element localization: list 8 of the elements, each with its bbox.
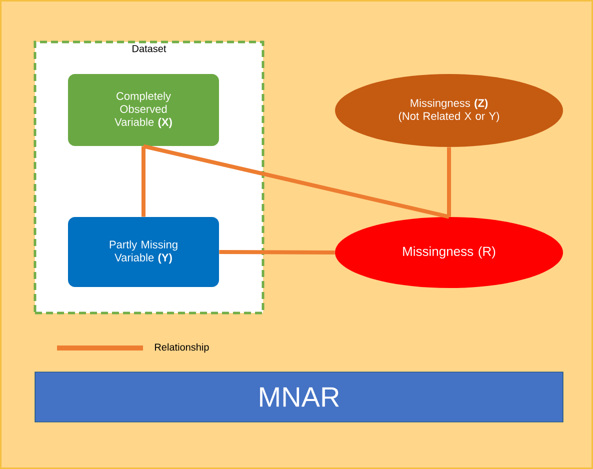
connector-line — [142, 146, 146, 217]
connector-line — [219, 250, 335, 254]
variable-box: Completely Observed Variable (X) — [68, 74, 219, 146]
mnar-banner: MNAR — [34, 372, 564, 422]
variable-box: Partly Missing Variable (Y) — [68, 217, 219, 287]
connector-line — [447, 147, 451, 217]
connector-line — [143, 144, 450, 219]
legend-label: Relationship — [155, 343, 209, 353]
